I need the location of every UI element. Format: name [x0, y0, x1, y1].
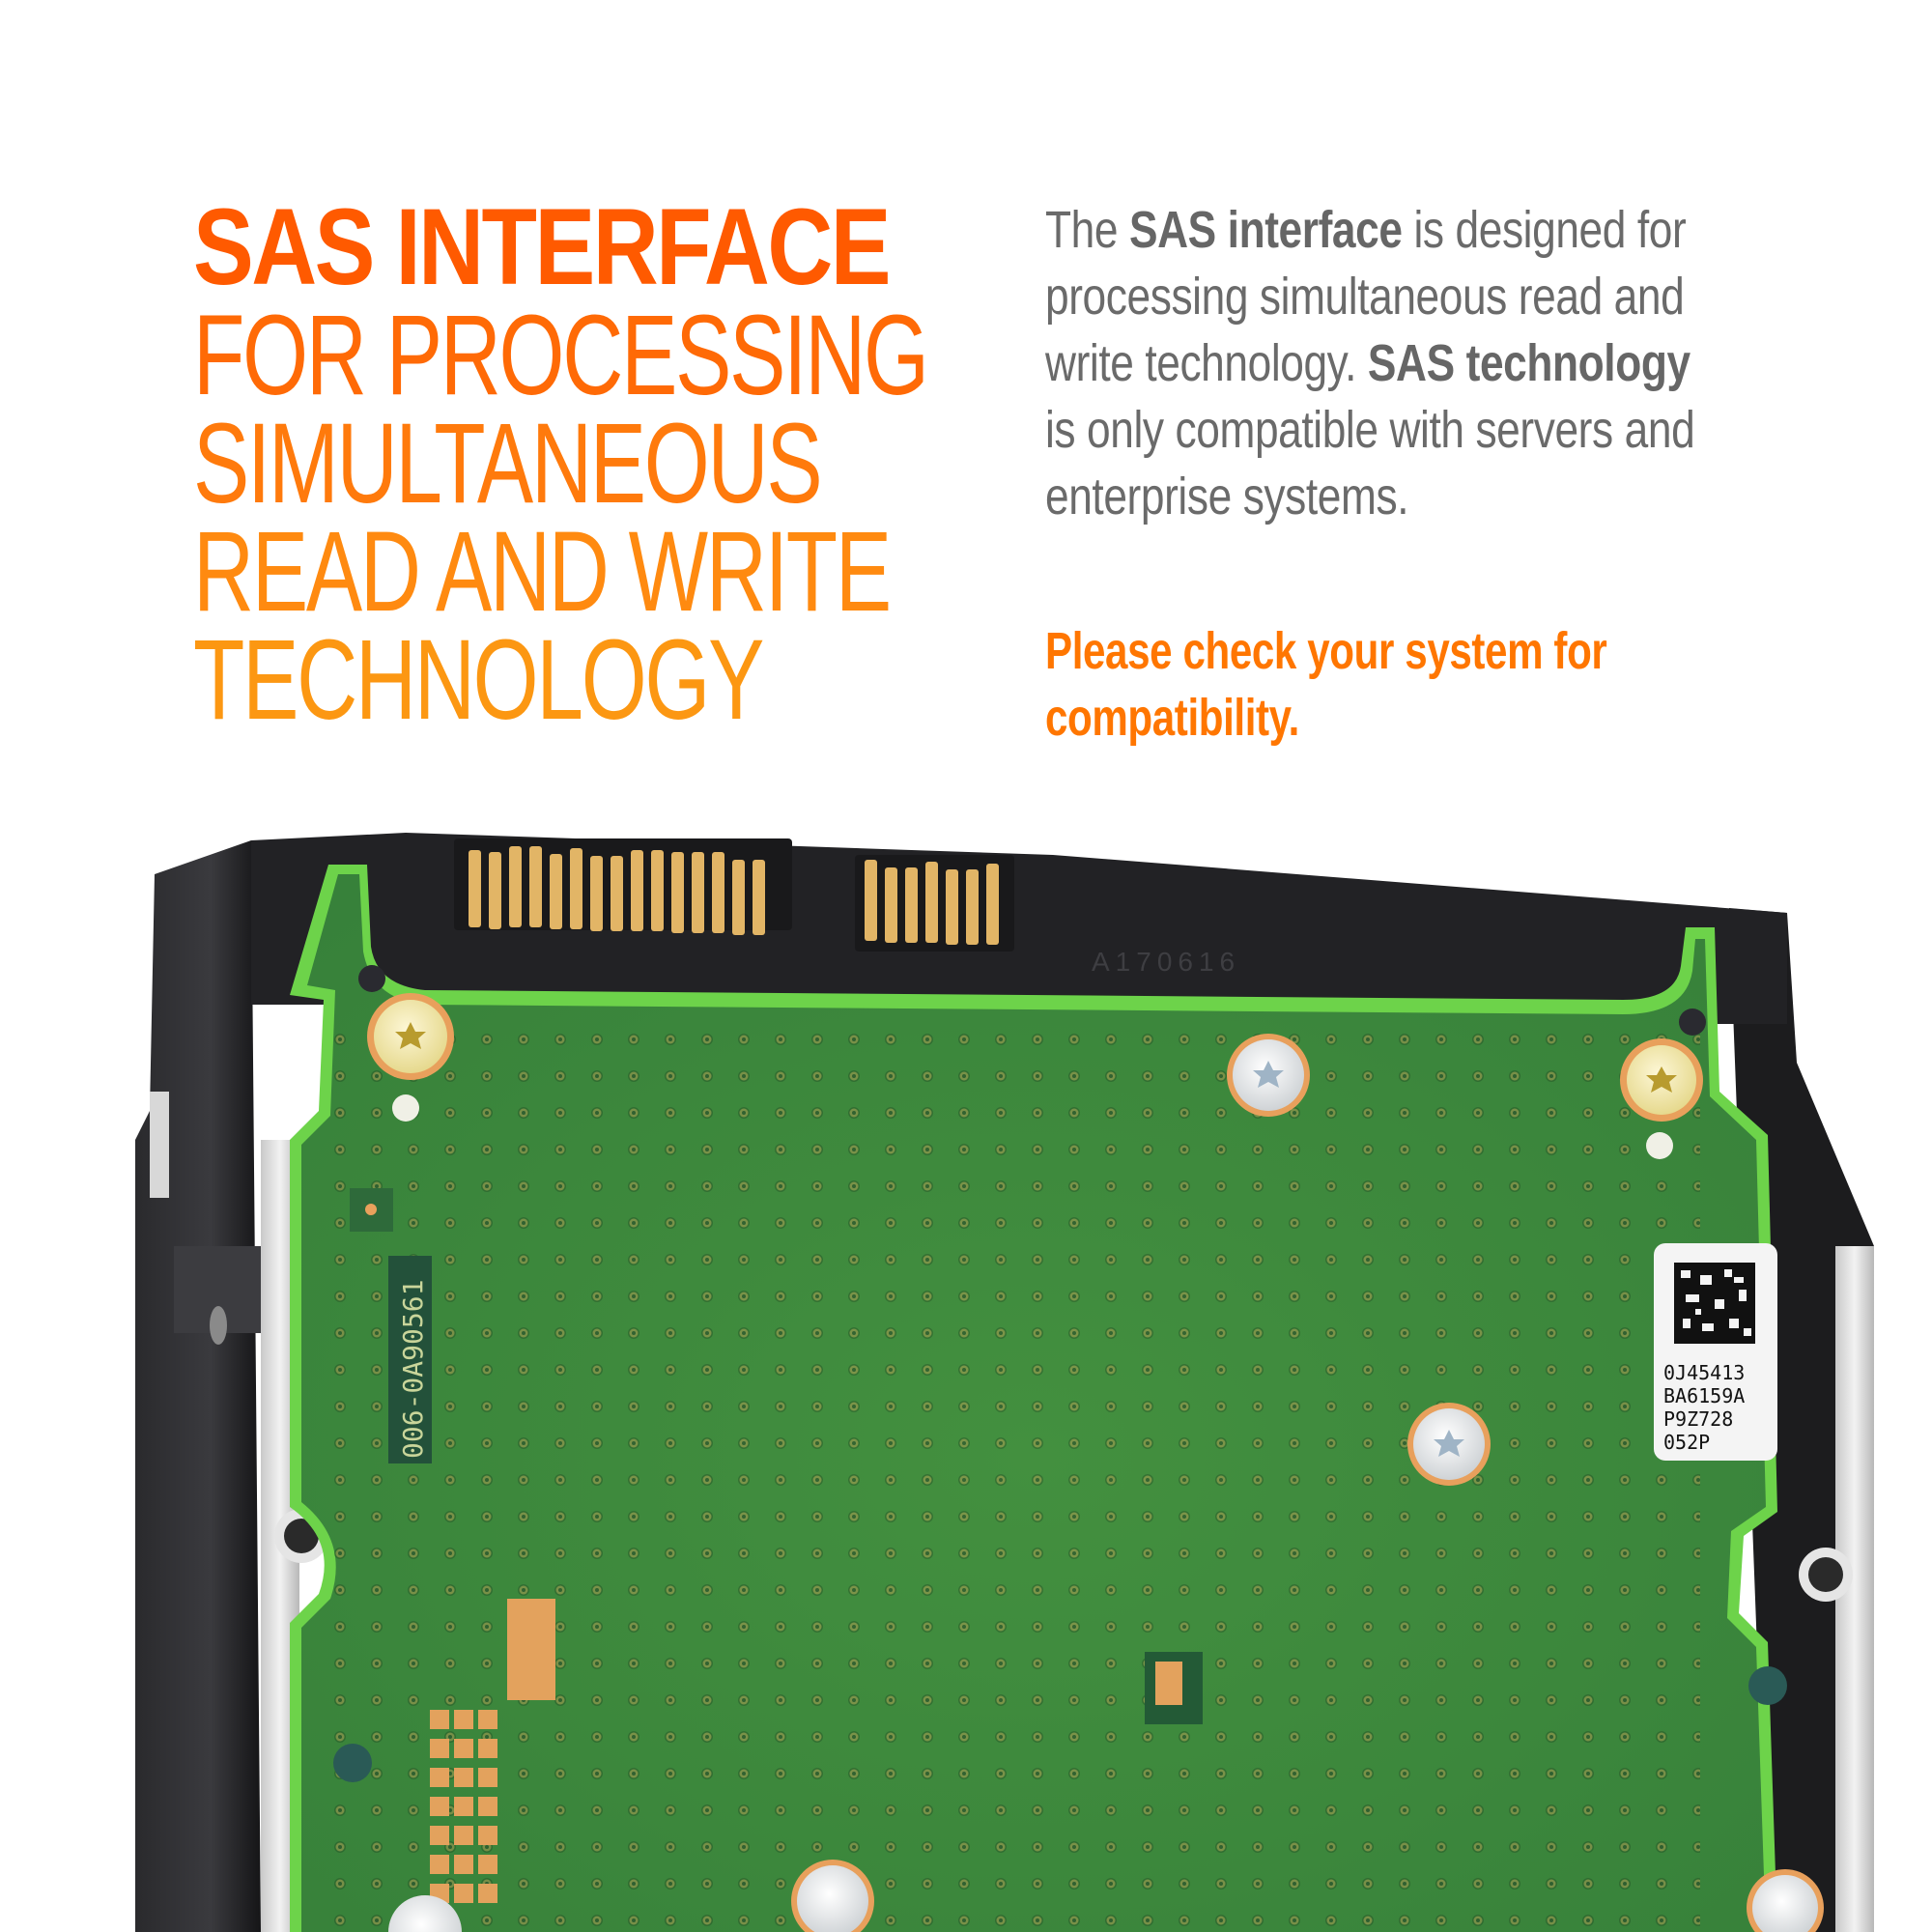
headline-line-3: SIMULTANEOUS — [193, 400, 823, 527]
headline-line-5: TECHNOLOGY — [193, 616, 764, 744]
screw-silver-bottom-left — [791, 1860, 874, 1932]
screw-silver-top — [1227, 1034, 1310, 1117]
pcb-part-number: 006-0A90561 — [397, 1280, 429, 1459]
headline: SAS INTERFACE FOR PROCESSING SIMULTANEOU… — [193, 186, 985, 744]
compatibility-notice: Please check your system for compatibili… — [1045, 618, 1779, 752]
screw-gold-left — [367, 993, 454, 1080]
connector-embossed-label: A170616 — [1092, 947, 1240, 977]
description-text: write technology. — [1045, 334, 1368, 392]
description-emphasis: SAS interface — [1128, 201, 1403, 259]
description-text: The — [1045, 201, 1129, 259]
label-line: 0J45413 — [1663, 1361, 1745, 1384]
headline-line-4: READ AND WRITE — [193, 508, 892, 636]
compatibility-notice-text: compatibility. — [1045, 689, 1299, 747]
connector-pins-left — [469, 846, 765, 935]
serial-label: 0J45413 BA6159A P9Z728 052P — [1654, 1243, 1777, 1461]
screw-silver-middle — [1407, 1403, 1491, 1486]
headline-line-2: FOR PROCESSING — [193, 292, 929, 419]
headline-title: SAS INTERFACE — [193, 186, 891, 307]
label-line: BA6159A — [1663, 1384, 1745, 1407]
hard-drive-photo: A170616 006-0A90561 — [135, 833, 1874, 1932]
description-emphasis: SAS technology — [1367, 334, 1690, 392]
description-text: enterprise systems. — [1045, 468, 1409, 526]
pad-grid — [430, 1710, 497, 1903]
description-text: is only compatible with servers and — [1045, 401, 1695, 459]
drive-chassis-left — [135, 840, 261, 1932]
description: The SAS interface is designed for proces… — [1045, 197, 1779, 530]
label-line: 052P — [1663, 1431, 1710, 1454]
screw-gold-right — [1620, 1038, 1703, 1122]
description-text: processing simultaneous read and — [1045, 268, 1685, 326]
screw-silver-bottom-right — [1747, 1869, 1824, 1932]
connector-pins-right — [865, 860, 999, 945]
label-line: P9Z728 — [1663, 1407, 1733, 1431]
compatibility-notice-text: Please check your system for — [1045, 622, 1607, 680]
description-text: is designed for — [1402, 201, 1687, 259]
